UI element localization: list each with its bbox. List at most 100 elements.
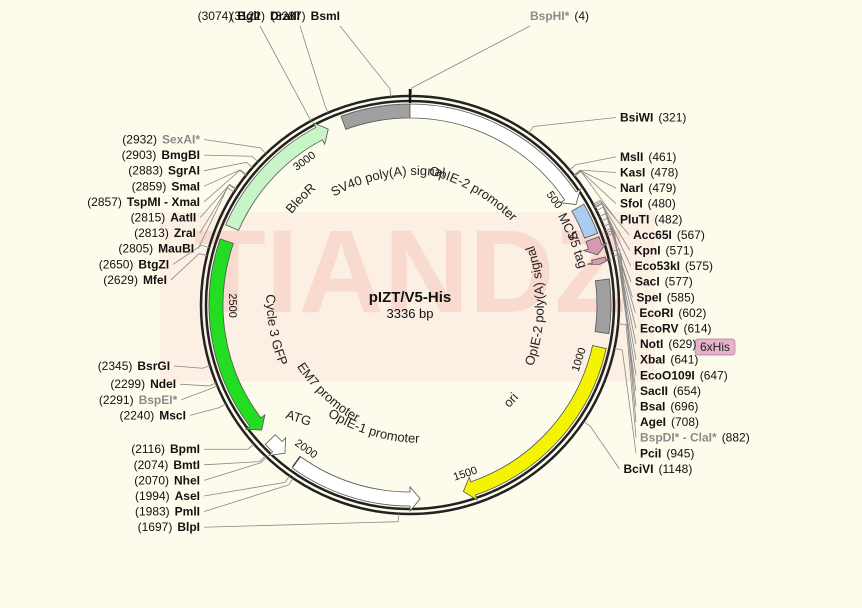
leader-ecori (599, 212, 636, 314)
his-tag-badge: 6xHis (694, 338, 736, 356)
leader-pmli (203, 478, 294, 512)
leader-btgzi (172, 244, 210, 265)
site-sexai: (2932)SexAI* (122, 133, 200, 147)
site-bgli: (3074)BglI (198, 9, 260, 23)
site-bsrgi: (2345)BsrGI (98, 359, 170, 373)
plasmid-name: pIZT/V5-His (369, 289, 452, 306)
leader-noti (603, 222, 637, 345)
watermark-text: TIANDZ (194, 206, 627, 338)
site-bcivi: BciVI(1148) (624, 462, 693, 476)
site-smai: (2859)SmaI (132, 179, 200, 193)
site-msci: (2240)MscI (120, 408, 186, 422)
site-pluti: PluTI(482) (620, 212, 682, 226)
leader-bsai (611, 248, 637, 407)
leader-mfei (170, 253, 208, 281)
leader-aatii (199, 183, 237, 218)
leader-asei (203, 475, 290, 497)
feature-opie2-promoter (409, 103, 582, 205)
leader-bsiwi (528, 117, 617, 134)
leader-acc65i (592, 199, 630, 236)
feature-sv40-polya (340, 103, 411, 130)
feature-ori (462, 345, 607, 501)
site-pmli: (1983)PmlI (135, 505, 200, 519)
site-ecorv: EcoRV(614) (640, 322, 711, 336)
site-kpni: KpnI(571) (634, 244, 694, 258)
leader-smai (203, 169, 247, 187)
site-zrai: (2813)ZraI (134, 226, 196, 240)
leader-tspmi-xmai (203, 169, 247, 203)
site-ndei: (2299)NdeI (110, 377, 176, 391)
site-btgzi: (2650)BtgZI (99, 257, 169, 271)
leader-eco53ki (594, 202, 631, 267)
leader-xbai (605, 227, 637, 360)
leader-bsphi (411, 25, 531, 97)
site-saci: SacI(577) (635, 275, 693, 289)
leader-bpmi (203, 443, 255, 450)
feature-mcs (571, 203, 599, 239)
leader-bspei (181, 385, 218, 401)
site-bspdi-clai: BspDI* - ClaI*(882) (640, 431, 750, 445)
leader-maubi (197, 187, 235, 249)
site-bpmi: (2116)BpmI (131, 442, 200, 456)
site-aatii: (2815)AatII (131, 211, 197, 225)
restriction-site-labels: (3074)BglI(3122)DraIII(3287)BsmI BspHI*(4… (87, 9, 750, 534)
site-bsmi: (3287)BsmI (271, 9, 340, 23)
site-xbai: XbaI(641) (640, 353, 698, 367)
leader-bmgbi (203, 154, 259, 163)
site-mfei: (2629)MfeI (103, 273, 167, 287)
site-pcii: PciI(945) (640, 446, 694, 460)
leader-sexai (203, 139, 267, 154)
leader-msli (569, 156, 617, 171)
site-bsai: BsaI(696) (640, 400, 698, 414)
leader-zrai (199, 184, 237, 234)
leader-pcii (614, 347, 637, 454)
leader-draiii (299, 25, 329, 113)
site-spei: SpeI(585) (636, 290, 694, 304)
site-ecori: EcoRI(602) (639, 306, 706, 320)
tick-label-2500: 2500 (226, 293, 238, 318)
feature-bleor (225, 122, 329, 231)
site-bsphi: BspHI*(4) (530, 9, 589, 23)
site-bspei: (2291)BspEI* (99, 393, 178, 407)
site-bsiwi: BsiWI(321) (620, 111, 686, 125)
site-kasi: KasI(478) (620, 166, 678, 180)
site-bmti: (2074)BmtI (134, 458, 200, 472)
site-maubi: (2805)MauBI (118, 242, 194, 256)
feature-label-ori: ori (500, 390, 521, 411)
site-sacii: SacII(654) (640, 384, 701, 398)
leader-sgrai (203, 161, 253, 172)
site-nhei: (2070)NheI (134, 473, 200, 487)
feature-opie1-promoter (291, 456, 421, 513)
leader-blpi (203, 513, 399, 528)
leader-kpni (593, 201, 631, 251)
site-bmgbi: (2903)BmgBI (122, 148, 200, 162)
feature-his-mark (587, 256, 611, 265)
feature-em7-promoter (264, 434, 287, 456)
leader-nhei (203, 456, 267, 481)
leader-spei (596, 206, 633, 298)
site-ecoo109i: EcoO109I(647) (640, 368, 728, 382)
leader-pluti (574, 170, 617, 220)
site-blpi: (1697)BlpI (138, 520, 200, 534)
watermark: TIANDZ (160, 206, 655, 382)
leader-bcivi (583, 421, 620, 470)
site-noti: NotI(629) (640, 337, 696, 351)
site-sgrai: (2883)SgrAI (128, 164, 200, 178)
leader-bspdi-clai (618, 323, 637, 438)
tick-label-2000: 2000 (292, 437, 319, 461)
leader-ndei (180, 382, 217, 387)
leader-bgli (259, 25, 312, 122)
site-eco53ki: Eco53kI(575) (635, 259, 713, 273)
feature-v5-tag (582, 236, 608, 256)
leader-bsrgi (174, 365, 211, 369)
leader-msci (189, 403, 227, 416)
site-msli: MslI(461) (620, 150, 676, 164)
plasmid-length: 3336 bp (387, 306, 434, 321)
site-draiii: (3122)DraIII (230, 9, 300, 23)
leader-bmti (203, 455, 266, 466)
site-agei: AgeI(708) (640, 415, 699, 429)
site-sfoi: SfoI(480) (620, 197, 676, 211)
site-tspmi-xmai: (2857)TspMI - XmaI (87, 195, 200, 209)
leader-ecorv (601, 217, 637, 329)
